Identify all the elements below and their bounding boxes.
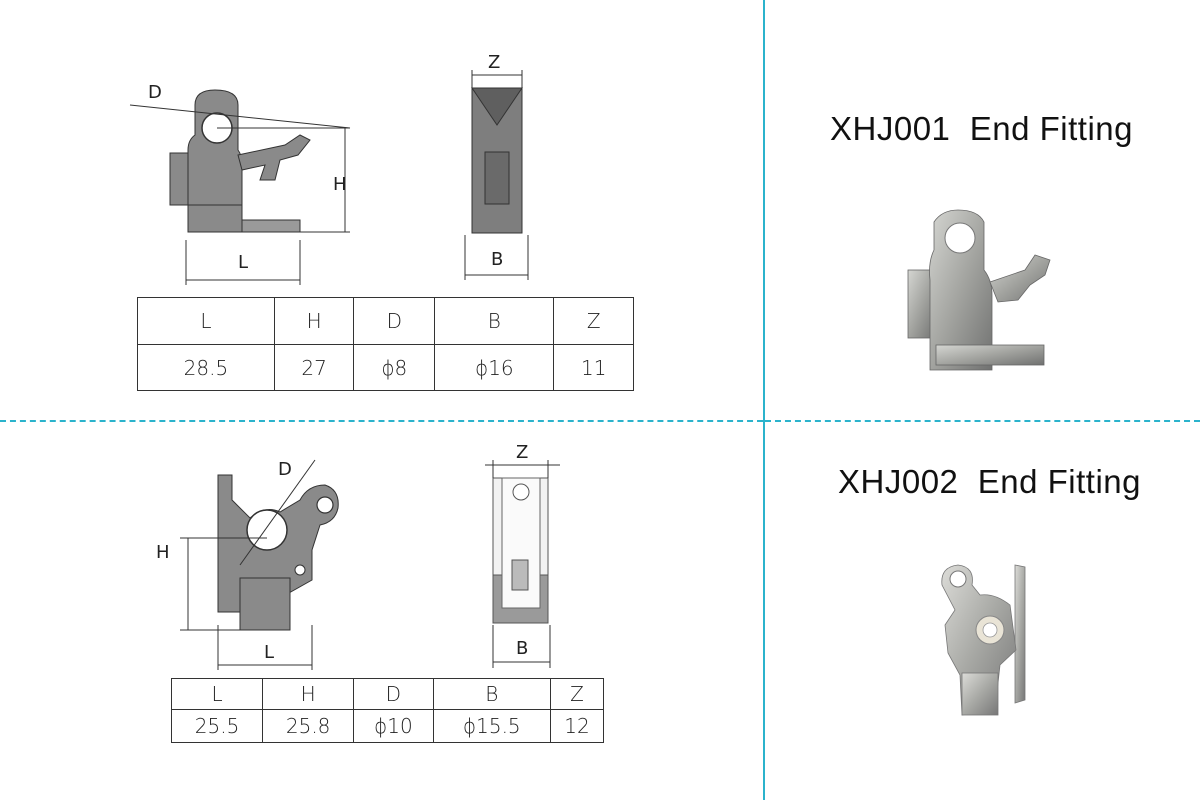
technical-drawing-xhj002: D H L Z B [156, 442, 560, 670]
horizontal-divider-right [765, 420, 1200, 422]
value-l: 25.5 [170, 709, 264, 743]
value-z: 12 [550, 709, 604, 743]
label-b: B [491, 249, 503, 270]
vertical-divider [763, 0, 765, 800]
value-b: ϕ16 [434, 344, 555, 391]
product-title: XHJ002 End Fitting [838, 463, 1141, 500]
value-h: 25.8 [262, 709, 355, 743]
dimension-table-xhj002: L H D B Z 25.5 25.8 ϕ10 ϕ15.5 12 [170, 678, 604, 743]
table-value-row: 25.5 25.8 ϕ10 ϕ15.5 12 [170, 709, 604, 743]
header-l: L [170, 678, 264, 710]
front-view: Z B [464, 52, 529, 280]
header-h: H [262, 678, 355, 710]
front-view: Z B [485, 442, 560, 668]
value-z: 11 [553, 344, 634, 391]
header-h: H [273, 297, 355, 345]
value-d: ϕ8 [353, 344, 436, 391]
header-z: Z [553, 297, 634, 345]
horizontal-divider-left [0, 420, 763, 422]
label-d: D [278, 459, 292, 480]
dimension-table-xhj001: L H D B Z 28.5 27 ϕ8 ϕ16 11 [137, 297, 634, 391]
header-d: D [353, 678, 434, 710]
label-d: D [148, 82, 162, 103]
product-photo-xhj001 [907, 209, 1051, 371]
label-z: Z [516, 442, 528, 463]
header-d: D [353, 297, 436, 345]
table-header-row: L H D B Z [170, 678, 604, 710]
value-l: 28.5 [137, 344, 275, 391]
side-view: D H L [156, 459, 339, 670]
table-value-row: 28.5 27 ϕ8 ϕ16 11 [137, 344, 634, 391]
technical-drawing-xhj001: D H L Z B [129, 52, 529, 285]
header-z: Z [550, 678, 604, 710]
side-view: D H L [129, 82, 351, 285]
label-b: B [516, 638, 528, 659]
label-l: L [264, 642, 274, 663]
label-z: Z [488, 52, 500, 73]
label-h: H [156, 542, 170, 563]
value-d: ϕ10 [353, 709, 434, 743]
value-b: ϕ15.5 [432, 709, 552, 743]
header-b: B [434, 297, 555, 345]
header-b: B [432, 678, 552, 710]
table-header-row: L H D B Z [137, 297, 634, 345]
header-l: L [137, 297, 275, 345]
value-h: 27 [273, 344, 355, 391]
product-photo-xhj002 [941, 564, 1026, 716]
label-l: L [238, 252, 248, 273]
label-h: H [333, 174, 347, 195]
product-title: XHJ001 End Fitting [830, 110, 1133, 147]
